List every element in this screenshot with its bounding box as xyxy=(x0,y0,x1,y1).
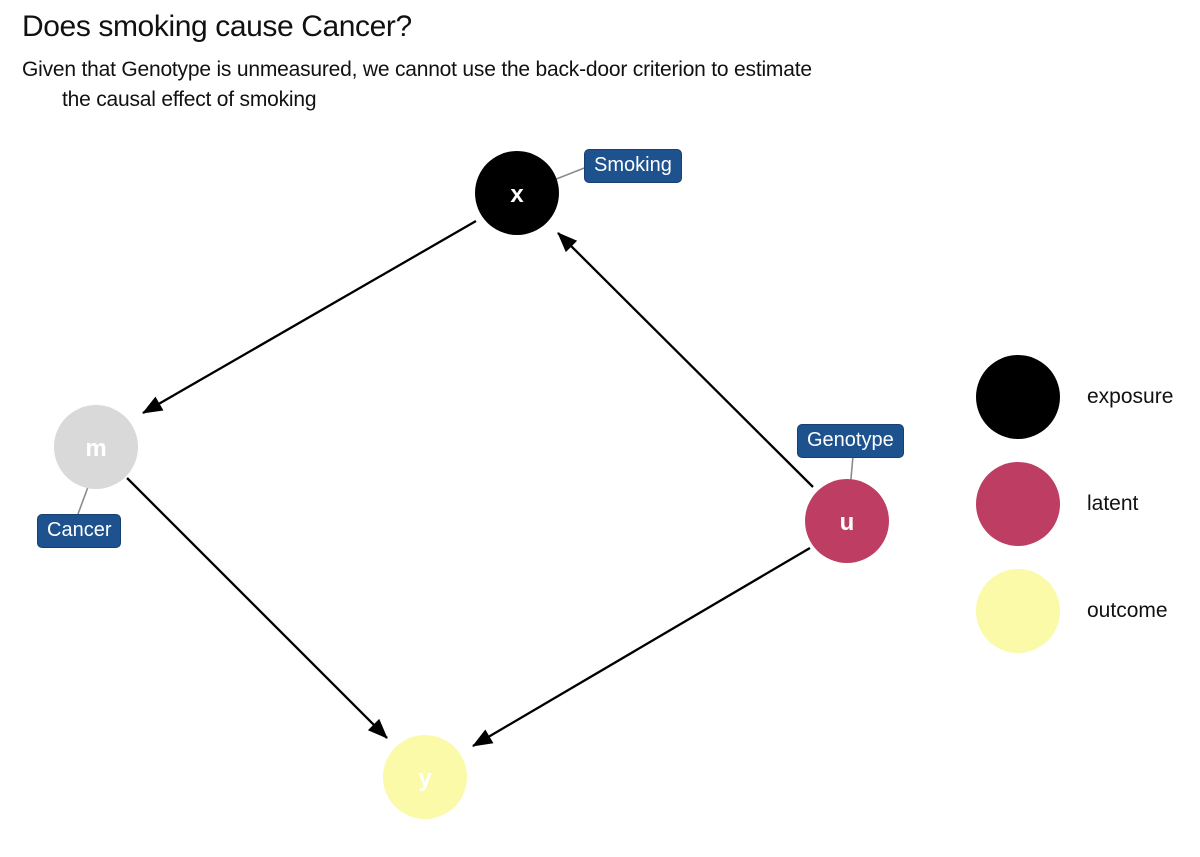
legend-item-exposure: exposure xyxy=(976,355,1173,439)
edge-m-to-y xyxy=(126,477,388,739)
node-label-genotype: Genotype xyxy=(797,424,904,458)
legend-item-label: outcome xyxy=(1087,599,1168,622)
legend-item-label: exposure xyxy=(1087,385,1174,408)
node-u-circle xyxy=(805,479,889,563)
node-m-letter: m xyxy=(85,435,106,462)
plot-subtitle-line1: Given that Genotype is unmeasured, we ca… xyxy=(22,58,812,81)
outcome-swatch-circle xyxy=(976,569,1060,653)
node-y-letter: y xyxy=(418,765,432,792)
legend-swatch-latent xyxy=(976,462,1060,546)
legend-swatch-outcome xyxy=(976,569,1060,653)
node-x-letter: x xyxy=(510,181,524,208)
page-title: Does smoking cause Cancer? xyxy=(22,10,412,43)
exposure-swatch-circle xyxy=(976,355,1060,439)
legend-swatch-exposure xyxy=(976,355,1060,439)
legend-item-outcome: outcome xyxy=(976,569,1173,653)
legend-item-latent: latent xyxy=(976,462,1173,546)
node-u-letter: u xyxy=(840,509,855,536)
node-label-cancer: Cancer xyxy=(37,514,122,548)
node-label-smoking: Smoking xyxy=(584,149,682,183)
edge-u-to-x xyxy=(557,232,814,488)
legend-item-label: latent xyxy=(1087,492,1139,515)
plot-subtitle-line2: the causal effect of smoking xyxy=(62,88,317,111)
node-m-circle xyxy=(54,405,138,489)
latent-swatch-circle xyxy=(976,462,1060,546)
node-y-circle xyxy=(383,735,467,819)
edge-u-to-y xyxy=(472,547,811,747)
edge-x-to-m xyxy=(142,220,477,414)
node-x-circle xyxy=(475,151,559,235)
legend: exposure latent outcome xyxy=(976,355,1173,653)
